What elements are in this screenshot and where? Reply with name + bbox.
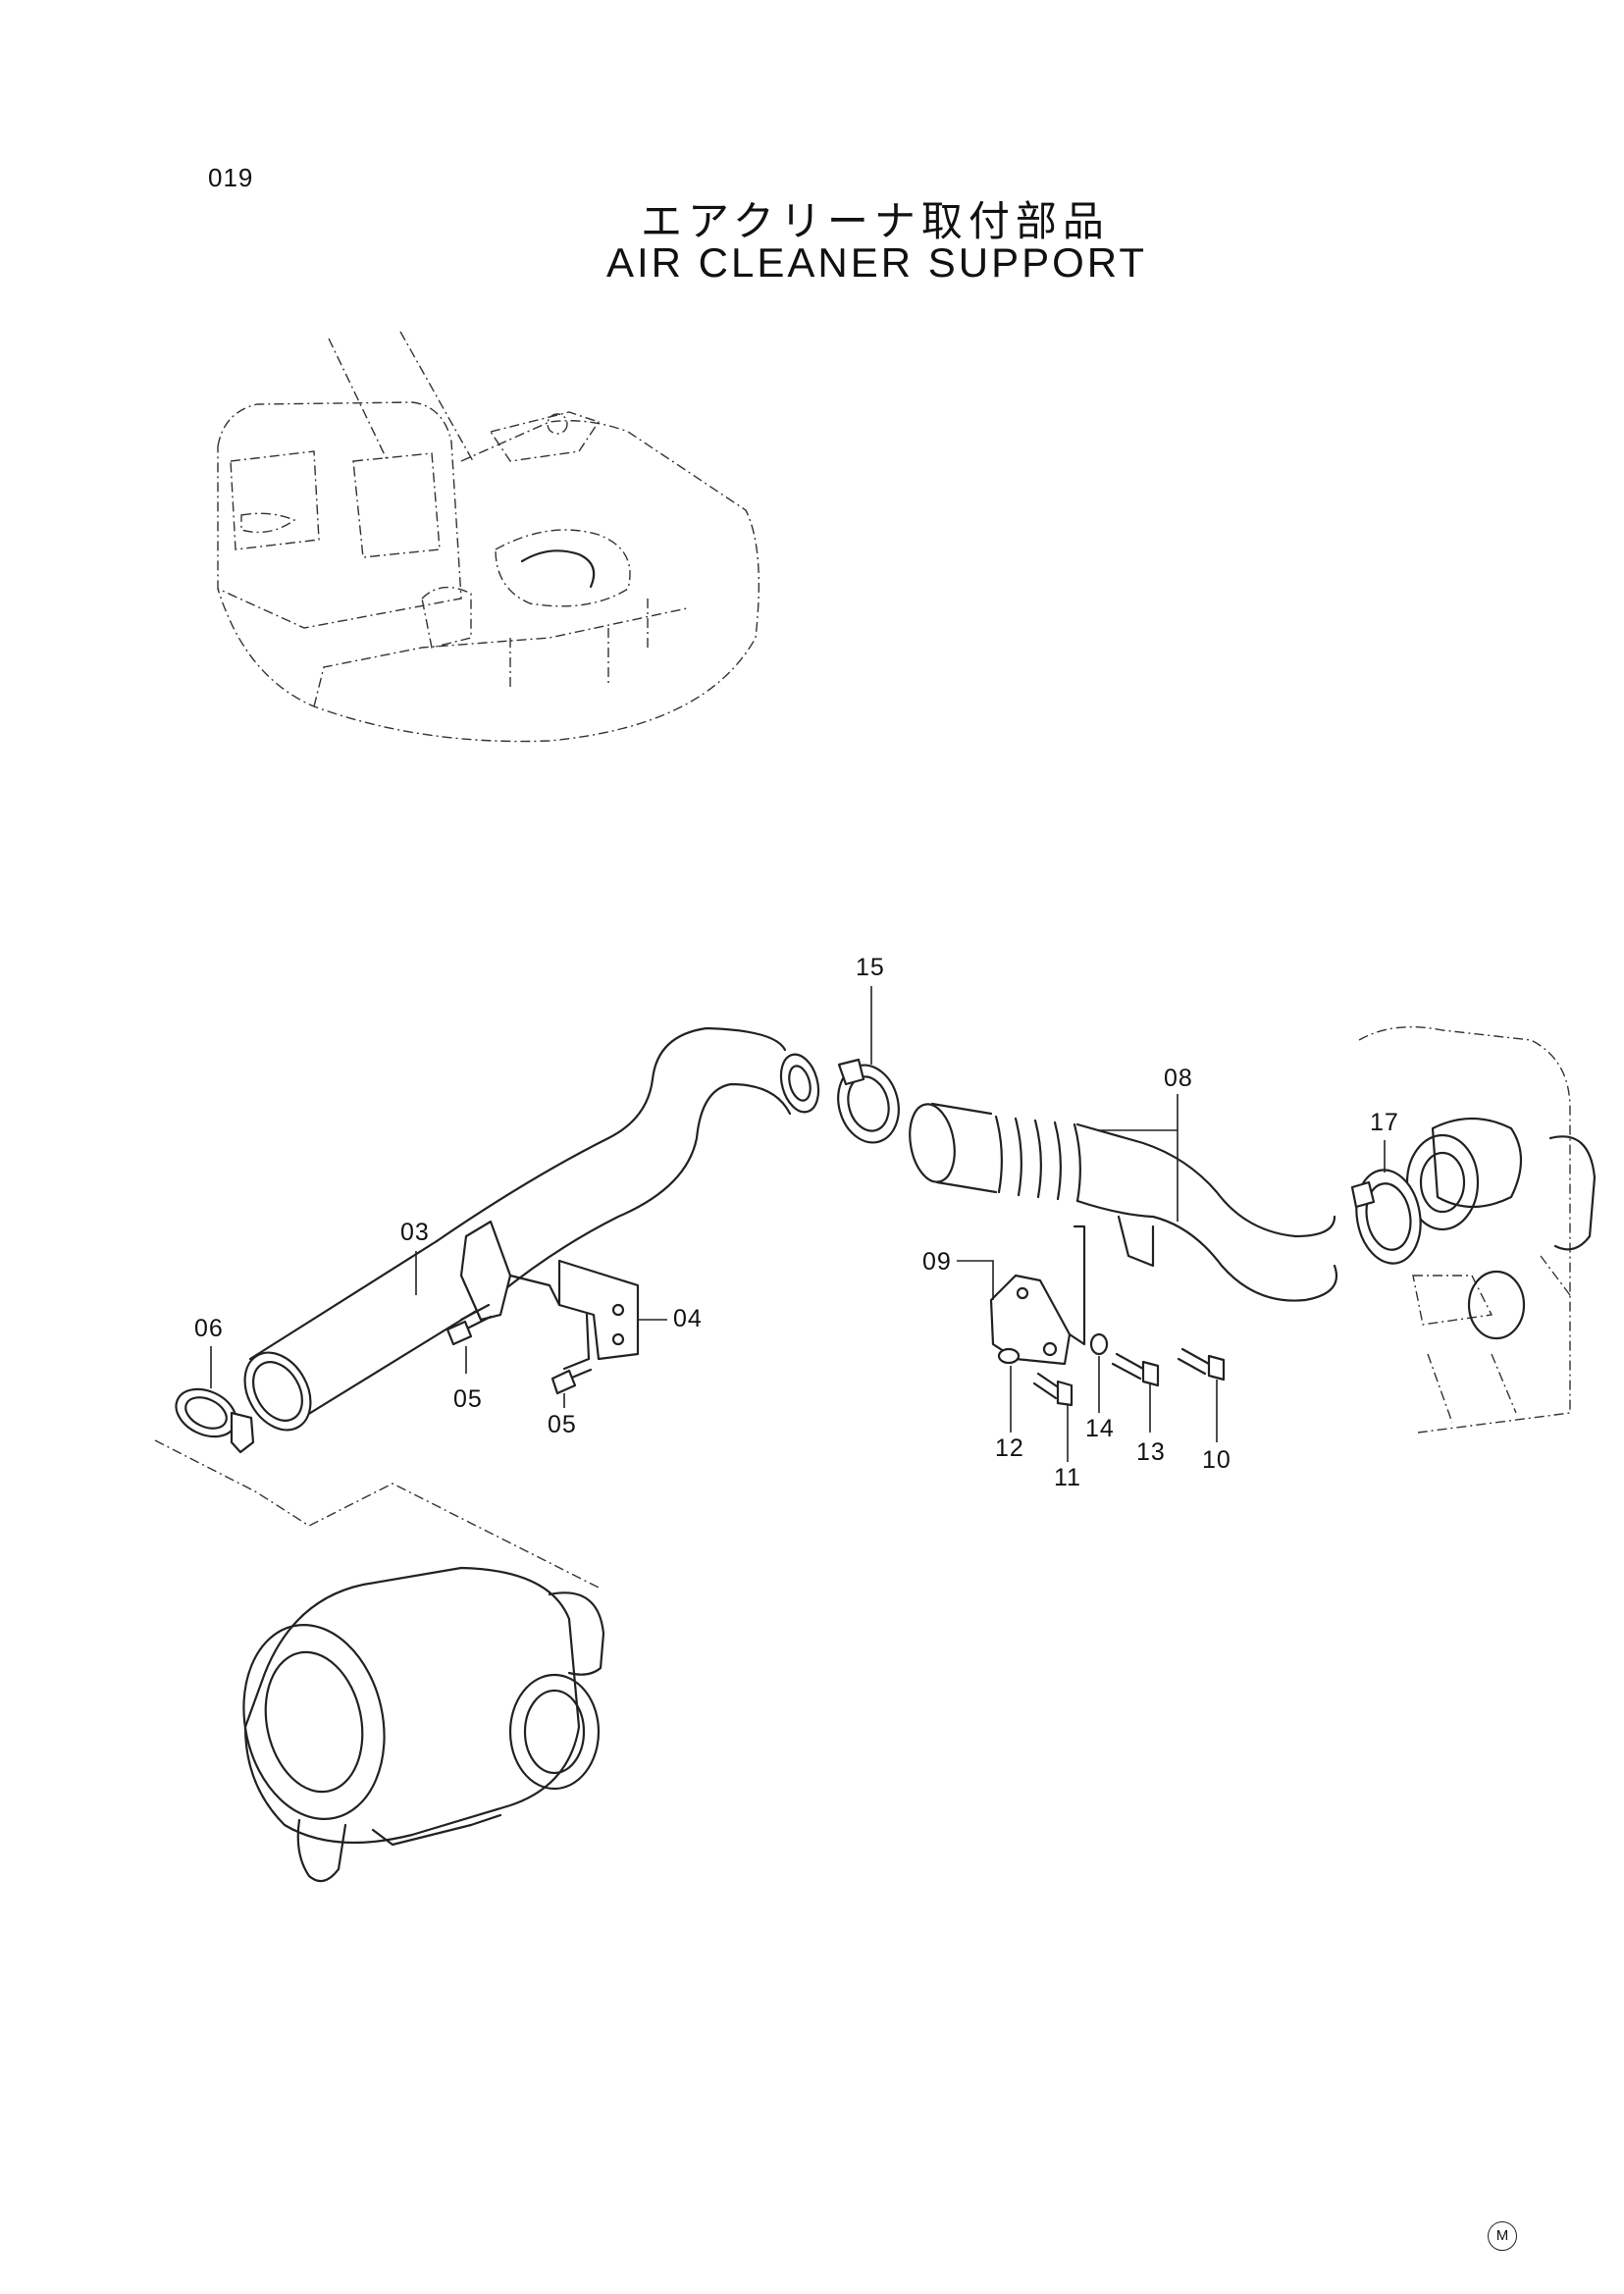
callout-15: 15	[856, 954, 885, 981]
callout-03: 03	[400, 1219, 430, 1246]
callout-14: 14	[1085, 1415, 1115, 1442]
title-english: AIR CLEANER SUPPORT	[606, 239, 1148, 286]
part-03-intake-hose	[243, 1026, 820, 1432]
callout-11: 11	[1054, 1464, 1081, 1491]
callout-05-left: 05	[453, 1385, 483, 1413]
callout-leader-lines	[210, 986, 1386, 1462]
excavator-overview-illustration	[217, 331, 760, 743]
callout-05-right: 05	[548, 1411, 577, 1438]
callout-10: 10	[1202, 1446, 1231, 1474]
part-08-hose-bellows	[909, 1102, 1337, 1302]
fasteners-10-14	[997, 1332, 1226, 1407]
part-06-clamp	[175, 1387, 255, 1454]
part-15-clamp	[837, 1058, 900, 1144]
corner-mark-circled-m: M	[1488, 2221, 1517, 2251]
air-cleaner-illustration	[154, 1439, 605, 1883]
engine-illustration	[1358, 1026, 1597, 1434]
callout-08: 08	[1164, 1065, 1193, 1092]
callout-13: 13	[1136, 1438, 1166, 1466]
callout-04: 04	[673, 1305, 703, 1332]
part-05-bolts	[445, 1303, 593, 1395]
callout-06: 06	[194, 1315, 224, 1342]
page-number: 019	[208, 163, 254, 192]
callout-09: 09	[922, 1248, 952, 1276]
title-japanese: エアクリーナ取付部品	[641, 197, 1110, 245]
callout-12: 12	[995, 1434, 1024, 1462]
callout-17: 17	[1370, 1109, 1399, 1136]
part-17-clamp	[1350, 1169, 1422, 1265]
part-09-bracket	[989, 1225, 1086, 1366]
part-04-bracket	[459, 1220, 640, 1361]
